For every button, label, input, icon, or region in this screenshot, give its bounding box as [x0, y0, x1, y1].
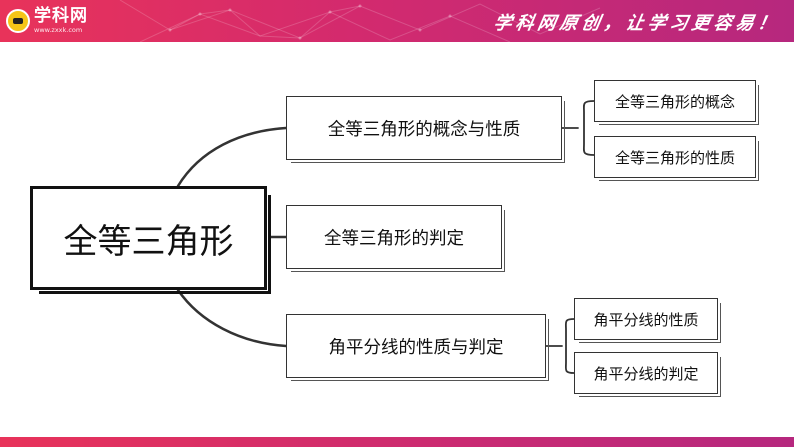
- logo-mascot-icon: [6, 9, 30, 33]
- site-logo[interactable]: 学科网 www.zxxk.com: [6, 4, 88, 38]
- leaf-node-concept: 全等三角形的概念: [594, 80, 759, 125]
- leaf-node-bisector-criteria: 角平分线的判定: [574, 352, 721, 397]
- branch-node-concept-properties: 全等三角形的概念与性质: [286, 96, 565, 163]
- logo-name: 学科网: [34, 6, 88, 27]
- leaf-node-properties: 全等三角形的性质: [594, 136, 759, 181]
- network-pattern-decoration: [119, 0, 601, 42]
- top-banner: 学科网 www.zxxk.com 学科网原创，让学习更容易！: [0, 0, 794, 42]
- branch-node-angle-bisector: 角平分线的性质与判定: [286, 314, 549, 381]
- mindmap-root-node: 全等三角形: [30, 186, 271, 294]
- branch-node-criteria: 全等三角形的判定: [286, 205, 505, 272]
- leaf-node-bisector-properties: 角平分线的性质: [574, 298, 721, 343]
- bottom-bar: [0, 437, 794, 447]
- logo-url: www.zxxk.com: [34, 26, 83, 35]
